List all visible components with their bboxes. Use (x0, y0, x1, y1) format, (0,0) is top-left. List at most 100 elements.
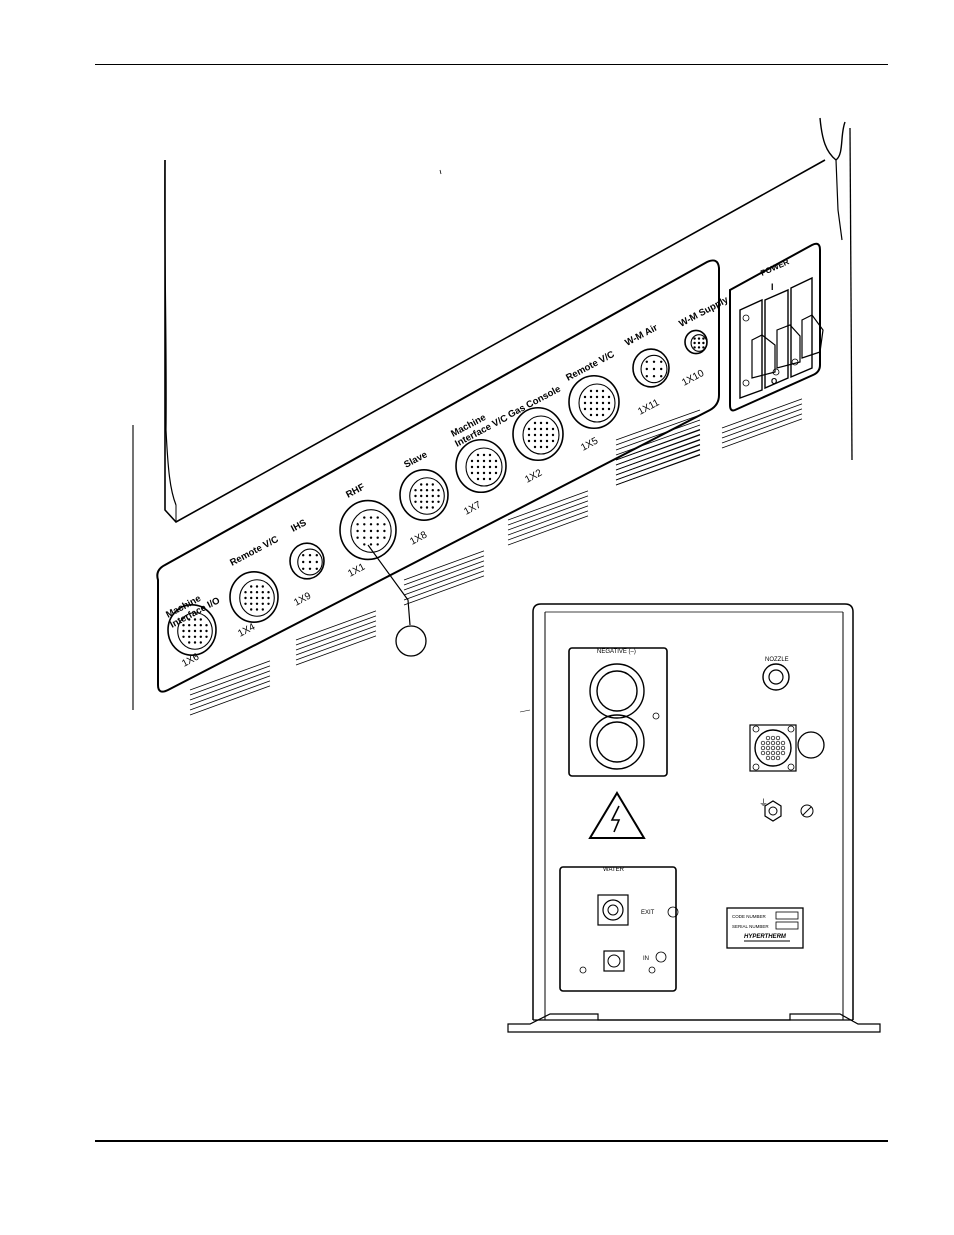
connector-pin (437, 500, 440, 503)
connector-pin (188, 624, 191, 627)
connector-pin (470, 471, 474, 475)
connector-pin (595, 401, 599, 405)
connector-pin (482, 471, 486, 475)
connector-pin (205, 624, 208, 627)
hatch-line (507, 515, 589, 546)
hatch-line (615, 449, 701, 481)
connector-pin (420, 489, 423, 492)
connector-pin (693, 337, 696, 340)
connector-1x11-id: 1X11 (636, 397, 662, 418)
connector-pin (376, 536, 379, 539)
connector-1x2-face (522, 415, 560, 455)
connector-pin (539, 433, 543, 437)
connector-pin (431, 500, 434, 503)
rear-connector-pin (775, 755, 781, 761)
hatch-line (721, 418, 803, 449)
connector-pin (255, 591, 259, 594)
connector-pin (414, 500, 417, 503)
connector-pin (308, 560, 312, 564)
connector-pin (539, 445, 543, 449)
connector-pin (551, 427, 555, 431)
connector-pin (369, 523, 373, 526)
connector-pin (482, 453, 486, 457)
connector-pin (199, 641, 202, 644)
connector-pin (193, 624, 197, 627)
connector-pin (302, 554, 305, 557)
rear-connector-pin (760, 740, 766, 746)
connector-pin (193, 618, 197, 621)
rear-connector-pin (775, 735, 781, 741)
connector-1x8-id: 1X8 (408, 529, 429, 547)
connector-pin (205, 629, 208, 633)
connector-pin (205, 635, 208, 638)
connector-pin (383, 536, 386, 539)
connector-pin (488, 471, 492, 475)
connector-pin (199, 624, 202, 627)
hatch-line (295, 635, 377, 666)
connector-pin (589, 401, 593, 405)
footer-rule (95, 1140, 888, 1142)
hatch-line (615, 419, 701, 451)
connector-pin (645, 375, 648, 378)
plate-brand: HYPERTHERM (744, 934, 787, 940)
connector-pin (376, 516, 379, 519)
connector-pin (527, 427, 531, 431)
connector-pin (693, 341, 696, 345)
connector-pin (545, 439, 549, 443)
hatch-line (295, 620, 377, 651)
connector-pin (425, 500, 429, 503)
connector-1x7-id: 1X7 (462, 499, 483, 517)
connector-pin (595, 413, 599, 417)
in-label: IN (643, 956, 649, 962)
rear-connector-pin (765, 755, 771, 761)
hatch-line (615, 409, 701, 441)
hatch-line (615, 444, 701, 476)
connector-pin (182, 629, 185, 633)
connector-pin (527, 433, 531, 437)
connector-pin (193, 635, 197, 638)
rear-connector-pin (770, 735, 776, 741)
connector-1x9-id: 1X9 (292, 590, 313, 608)
connector-pin (193, 641, 197, 644)
connector-pin (302, 560, 305, 564)
connector-pin (601, 389, 605, 393)
connector-pin (431, 483, 434, 486)
rear-connector-pin (775, 750, 781, 756)
connector-pin (199, 618, 202, 621)
connector-pin (595, 407, 599, 411)
rear-connector-pin (760, 750, 766, 756)
connector-pin (369, 536, 373, 539)
connector-pin (182, 635, 185, 638)
hatch-line (507, 510, 589, 541)
connector-pin (437, 494, 440, 498)
connector-pin (267, 596, 270, 600)
connector-pin (425, 494, 429, 498)
connector-pin (488, 477, 492, 481)
connector-1x6-shell (167, 603, 217, 656)
hatch-line (189, 680, 271, 711)
connector-pin (583, 395, 587, 399)
connector-pin (369, 516, 373, 519)
connector-pin (315, 554, 318, 557)
connector-pin (494, 471, 498, 475)
connector-pin (645, 367, 648, 371)
rear-connector-pin (780, 750, 786, 756)
connector-pin (545, 427, 549, 431)
connector-pin (494, 465, 498, 469)
rear-connector-pin (765, 750, 771, 756)
connector-pin (261, 608, 264, 611)
plate-code-number: CODE NUMBER (732, 914, 767, 919)
connector-pin (188, 629, 191, 633)
connector-pin (697, 346, 701, 349)
connector-pin (255, 585, 259, 588)
rear-connector-pin (760, 745, 766, 751)
connector-pin (482, 465, 486, 469)
connector-pin (255, 596, 259, 600)
plate-serial-number: SERIAL NUMBER (732, 924, 769, 929)
